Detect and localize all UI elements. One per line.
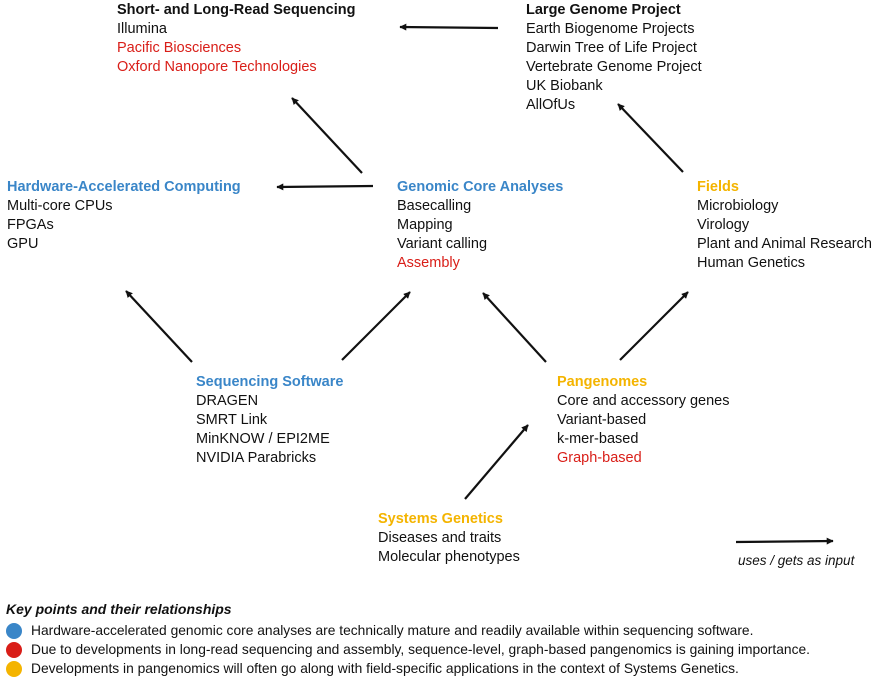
legend-label: uses / gets as input — [738, 553, 855, 568]
key-points-list: Hardware-accelerated genomic core analys… — [6, 621, 810, 678]
node-item: Illumina — [117, 21, 167, 37]
node-item: Pacific Biosciences — [117, 40, 242, 56]
node-title: Systems Genetics — [378, 511, 503, 527]
node-title: Genomic Core Analyses — [397, 179, 564, 195]
key-points: Key points and their relationships Hardw… — [6, 601, 810, 678]
key-point-text: Hardware-accelerated genomic core analys… — [31, 623, 754, 638]
node-title: Hardware-Accelerated Computing — [7, 179, 241, 195]
key-point-text: Developments in pangenomics will often g… — [31, 661, 739, 676]
arrow-core-to-short-long-read — [291, 97, 363, 174]
key-point-row: Developments in pangenomics will often g… — [6, 659, 810, 678]
node-item: Multi-core CPUs — [7, 198, 113, 214]
node-item: Variant calling — [397, 236, 488, 252]
node-item: Basecalling — [397, 198, 472, 214]
key-point-row: Hardware-accelerated genomic core analys… — [6, 621, 810, 640]
node-item: Plant and Animal Research — [697, 236, 872, 252]
arrow-large-genome-to-short-long-read — [399, 23, 499, 31]
color-dot-icon — [6, 622, 22, 639]
node-item: Diseases and traits — [378, 530, 502, 546]
node-item: GPU — [7, 236, 39, 252]
node-item: Earth Biogenome Projects — [526, 21, 695, 37]
node-large-genome-project: Large Genome Project Earth Biogenome Pro… — [526, 1, 702, 115]
node-item: Molecular phenotypes — [378, 549, 520, 565]
node-item: NVIDIA Parabricks — [196, 450, 317, 466]
node-item: Core and accessory genes — [557, 393, 730, 409]
node-item: Graph-based — [557, 450, 642, 466]
node-item: Assembly — [397, 255, 460, 271]
node-item: FPGAs — [7, 217, 54, 233]
node-item: Vertebrate Genome Project — [526, 59, 702, 75]
node-item: UK Biobank — [526, 78, 603, 94]
node-item: AllOfUs — [526, 97, 576, 113]
node-item: Microbiology — [697, 198, 779, 214]
arrow-seqsoftware-to-hardware — [125, 290, 193, 363]
node-title: Large Genome Project — [526, 2, 681, 18]
node-item: Oxford Nanopore Technologies — [117, 59, 317, 75]
node-title: Fields — [697, 179, 739, 195]
node-item: SMRT Link — [196, 412, 268, 428]
node-item: k-mer-based — [557, 431, 639, 447]
key-points-title: Key points and their relationships — [6, 601, 232, 617]
arrow-pangenomes-to-core — [482, 292, 547, 363]
node-title: Sequencing Software — [196, 374, 344, 390]
node-title: Pangenomes — [557, 374, 648, 390]
node-item: DRAGEN — [196, 393, 259, 409]
node-item: MinKNOW / EPI2ME — [196, 431, 330, 447]
arrow-systems-genetics-to-pangenomes — [464, 424, 529, 500]
node-short-long-read-sequencing: Short- and Long-Read Sequencing Illumina… — [117, 1, 355, 77]
color-dot-icon — [6, 641, 22, 658]
node-item: Human Genetics — [697, 255, 805, 271]
arrow-core-to-hardware — [276, 183, 374, 191]
arrow-legend — [735, 537, 834, 545]
arrow-fields-to-large-genome — [617, 103, 684, 173]
key-point-row: Due to developments in long-read sequenc… — [6, 640, 810, 659]
arrow-seqsoftware-to-core — [341, 291, 411, 361]
key-point-text: Due to developments in long-read sequenc… — [31, 642, 810, 657]
node-title: Short- and Long-Read Sequencing — [117, 2, 356, 18]
node-item: Mapping — [397, 217, 453, 233]
node-item: Virology — [697, 217, 750, 233]
node-hardware-accelerated-computing: Hardware-Accelerated Computing Multi-cor… — [7, 178, 241, 254]
node-item: Variant-based — [557, 412, 647, 428]
color-dot-icon — [6, 660, 22, 677]
arrow-pangenomes-to-fields — [619, 291, 689, 361]
node-item: Darwin Tree of Life Project — [526, 40, 697, 56]
